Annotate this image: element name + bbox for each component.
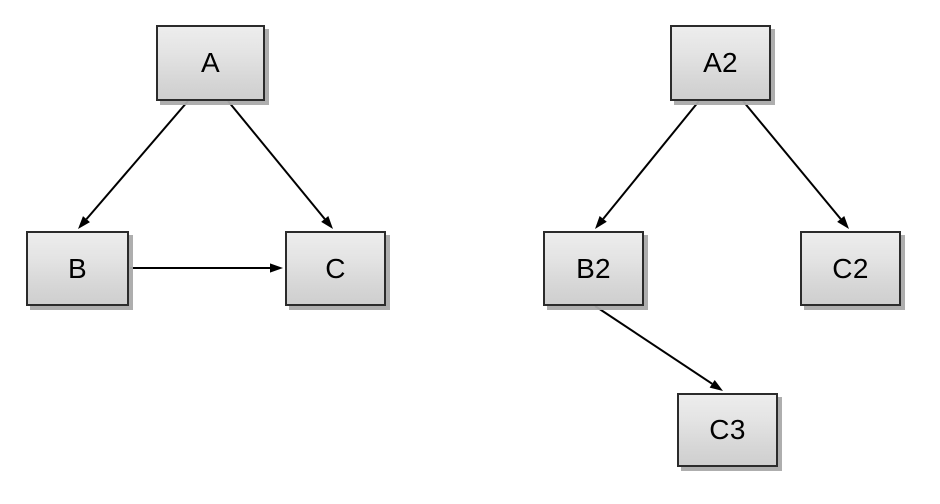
arrowhead-icon xyxy=(78,216,90,229)
edge-a2-c2 xyxy=(742,100,849,229)
edge-b-c xyxy=(130,263,283,273)
arrowhead-icon xyxy=(837,216,849,229)
edge-a-c xyxy=(227,100,333,229)
node-label: C2 xyxy=(832,252,869,284)
node-label: C xyxy=(325,252,346,284)
node-a2[interactable]: A2 xyxy=(670,25,771,101)
node-a[interactable]: A xyxy=(156,25,265,101)
node-label: B xyxy=(68,252,87,284)
node-c3[interactable]: C3 xyxy=(677,393,778,467)
node-c2[interactable]: C2 xyxy=(800,231,901,306)
node-label: A xyxy=(201,47,220,78)
node-c[interactable]: C xyxy=(285,231,386,306)
edge-a-b xyxy=(78,100,189,229)
node-b[interactable]: B xyxy=(26,231,129,306)
node-label: A2 xyxy=(703,47,738,78)
edge-b2-c3 xyxy=(594,305,723,391)
arrowhead-icon xyxy=(321,216,333,229)
node-b2[interactable]: B2 xyxy=(543,231,644,306)
node-label: C3 xyxy=(709,414,746,445)
node-label: B2 xyxy=(576,252,611,284)
arrowhead-icon xyxy=(709,379,723,391)
arrowhead-icon xyxy=(270,263,283,273)
edge-a2-b2 xyxy=(595,100,700,229)
arrowhead-icon xyxy=(595,216,607,229)
